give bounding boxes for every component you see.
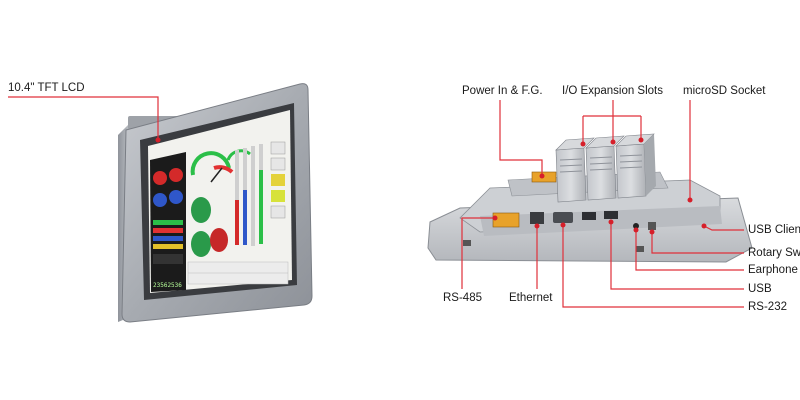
- io-expansion-modules: [555, 133, 656, 203]
- thermometer: [251, 146, 255, 246]
- callout-dot: [701, 223, 707, 229]
- label-tft-lcd: 10.4" TFT LCD: [8, 82, 85, 94]
- green-button: [191, 231, 211, 257]
- io-module: [585, 135, 625, 201]
- gauge-needle: [210, 167, 223, 183]
- screen-button: [270, 157, 286, 171]
- status-bar: [153, 220, 183, 225]
- callout-rs485: [461, 217, 495, 289]
- callout-usb-client: [703, 225, 744, 231]
- label-ethernet: Ethernet: [509, 292, 553, 304]
- rs485-terminal: [492, 212, 520, 228]
- label-power-in: Power In & F.G.: [462, 85, 543, 97]
- thermometer-fill: [235, 200, 239, 245]
- callout-dot: [649, 229, 655, 235]
- callout-dot: [539, 173, 545, 179]
- callout-dot: [687, 197, 693, 203]
- label-rotary-switch: Rotary Sw: [748, 247, 800, 259]
- front-panel-device: 23562536: [118, 83, 313, 323]
- screen-button-yellow: [271, 174, 285, 186]
- callout-dot: [610, 139, 616, 145]
- status-bar: [153, 228, 183, 233]
- callout-dot: [534, 223, 540, 229]
- callout-tft-lcd: [8, 96, 159, 140]
- callout-dot: [608, 219, 614, 225]
- blue-indicator: [169, 190, 183, 204]
- label-usb-client: USB Client: [748, 224, 800, 236]
- callout-power-in: [499, 100, 543, 176]
- callout-rs232: [562, 225, 744, 308]
- label-rs232: RS-232: [748, 301, 787, 313]
- screen-button: [270, 141, 286, 155]
- label-microsd: microSD Socket: [683, 85, 766, 97]
- callout-dot: [638, 137, 644, 143]
- label-usb: USB: [748, 283, 772, 295]
- rear-view-device: [427, 133, 753, 263]
- red-indicator: [169, 168, 183, 182]
- ethernet-port: [530, 212, 544, 224]
- callout-usb: [610, 222, 744, 290]
- arc-gauge: [213, 165, 234, 174]
- callout-lines: [8, 96, 744, 308]
- callout-earphone: [635, 230, 744, 271]
- screen-button: [270, 205, 286, 219]
- usb-port: [582, 212, 596, 220]
- screen-button-yellow: [271, 190, 285, 202]
- callout-dot: [580, 141, 586, 147]
- digital-readout: 23562536: [153, 282, 182, 289]
- earphone-jack: [633, 223, 639, 229]
- red-indicator: [153, 171, 167, 185]
- callout-dot: [633, 227, 639, 233]
- blue-indicator: [153, 193, 167, 207]
- label-rs485: RS-485: [443, 292, 482, 304]
- red-button: [210, 228, 228, 252]
- callout-dot: [155, 137, 161, 143]
- status-bar: [153, 244, 183, 249]
- mounting-hole: [636, 246, 644, 252]
- rotary-switch: [648, 222, 656, 230]
- thermometer: [235, 150, 239, 245]
- green-button: [191, 197, 211, 223]
- status-bar: [153, 236, 183, 241]
- io-module: [555, 137, 595, 203]
- arc-gauge: [190, 151, 231, 176]
- callout-rotary-switch: [651, 232, 744, 254]
- mounting-hole: [463, 240, 471, 246]
- hmi-screen-content: [150, 141, 289, 292]
- thermometer-fill: [259, 170, 263, 244]
- io-module: [615, 133, 656, 199]
- rs232-port: [553, 212, 573, 223]
- thermometer-fill: [243, 190, 247, 245]
- label-earphone: Earphone: [748, 264, 798, 276]
- usb-port: [604, 211, 618, 219]
- callout-dot: [560, 222, 566, 228]
- callout-dot: [492, 215, 498, 221]
- callout-dots: [155, 137, 707, 235]
- status-bar: [153, 254, 183, 264]
- label-io-slots: I/O Expansion Slots: [562, 85, 663, 97]
